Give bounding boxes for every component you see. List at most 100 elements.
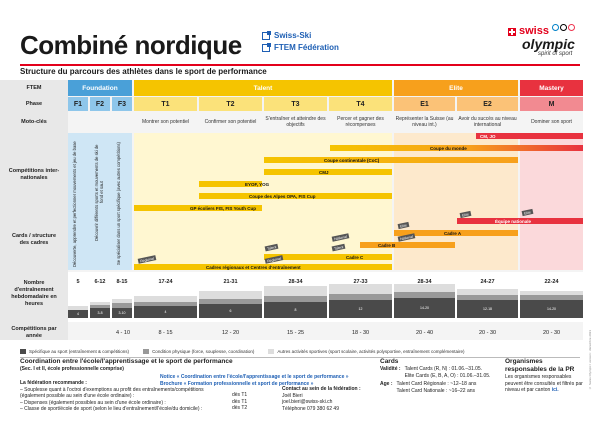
olympic-rings-icon	[552, 24, 575, 31]
talent-column	[134, 133, 392, 270]
organisms-link[interactable]: ici.	[551, 387, 559, 393]
row-label-compet-year: Compétitions par année	[11, 326, 57, 339]
motto-t4: Percer et gagner des récompenses	[337, 116, 384, 128]
hours-segment: 14-20	[520, 300, 583, 318]
bar-cmj: CMJ	[264, 169, 392, 175]
hours-segment	[199, 291, 262, 299]
compet-t2: 12 - 20	[221, 330, 240, 336]
bar-eyof-yog: EYOF, YOG	[199, 181, 269, 187]
hours-segment	[134, 296, 197, 302]
hours-e2: 24-27	[480, 279, 495, 285]
stage-foundation: Foundation	[68, 80, 132, 96]
copyright-text: © Swiss Olympic / version : décembre 202…	[588, 330, 592, 390]
hours-f3: 8-15	[116, 279, 128, 285]
coordination-title: Coordination entre l'école/l'apprentissa…	[20, 358, 233, 365]
hours-segment: 3-8	[90, 308, 110, 318]
hours-segment	[394, 284, 455, 292]
hours-segment	[264, 296, 327, 302]
external-link-icon	[262, 31, 271, 40]
compet-e1: 20 - 40	[415, 330, 434, 336]
phase-f1: F1	[68, 97, 88, 111]
row-label-competitions: Compétitions inter-nationales	[8, 168, 60, 181]
compet-t1: 8 - 15	[158, 330, 173, 336]
hours-segment	[457, 289, 518, 295]
motto-t3: S'entraîner et atteindre des objectifs	[265, 116, 326, 128]
header-divider	[20, 64, 580, 66]
hours-f2: 6-12	[94, 279, 106, 285]
row-label-phase: Phase	[25, 100, 43, 107]
swiss-ski-link[interactable]: Swiss-Ski	[262, 30, 339, 42]
swiss-cross-icon	[508, 28, 516, 36]
compet-f3: 4 - 10	[115, 330, 131, 336]
phase-e2: E2	[457, 97, 518, 111]
row-label-cards: Cards / structure des cadres	[11, 233, 56, 246]
brochure-link[interactable]: Brochure « Formation professionnelle et …	[160, 380, 314, 387]
row-label-background	[0, 80, 68, 340]
bar-coupe-continentale: Coupe continentale (CoC)	[264, 157, 518, 163]
legend-swatch	[268, 349, 275, 355]
federation-recommendations: La fédération recommande : – Souplesse q…	[20, 380, 255, 413]
hours-f1: 5	[76, 279, 80, 285]
phase-f3: F3	[112, 97, 132, 111]
row-label-ftem: FTEM	[26, 84, 42, 91]
hours-t2: 21-31	[223, 279, 238, 285]
bar-cadre-b: Cadre B	[360, 242, 455, 248]
hours-segment	[112, 303, 132, 308]
legend-swatch	[20, 349, 26, 355]
elite-column	[394, 133, 518, 270]
compet-m: 20 - 30	[542, 330, 561, 336]
hours-segment	[394, 292, 455, 298]
compet-t4: 18 - 30	[351, 330, 370, 336]
bar-cm-jo: CM, JO	[476, 133, 583, 139]
legend: Spécifique au sport (entraînement & comp…	[20, 349, 464, 355]
phase-f2: F2	[90, 97, 110, 111]
stage-talent: Talent	[134, 80, 392, 96]
hours-segment	[329, 294, 392, 300]
foundation-column	[68, 133, 132, 270]
phase-t4: T4	[329, 97, 392, 111]
hours-segment	[134, 302, 197, 306]
legend-swatch	[143, 349, 150, 355]
swiss-olympic-logo: swiss olympic spirit of sport	[500, 22, 585, 62]
hours-m: 22-24	[544, 279, 559, 285]
motto-e1: Représenter la Suisse (au niveau int.)	[395, 116, 454, 128]
coordination-block: Coordination entre l'école/l'apprentissa…	[20, 358, 370, 373]
bar-coupe-du-monde: Coupe du monde	[330, 145, 583, 151]
hours-segment	[90, 305, 110, 308]
coordination-links: Notice « Coordination entre l'école/l'ap…	[160, 374, 400, 387]
foundation-text-f3: Se spécialiser dans un sport spécifique …	[116, 142, 121, 266]
hours-segment: 3-10	[112, 308, 132, 318]
contact-email[interactable]: joel.bieri@swiss-ski.ch	[282, 399, 333, 405]
phase-t3: T3	[264, 97, 327, 111]
hours-segment	[520, 291, 583, 295]
bar-cadres-regionaux: Cadres régionaux et Centres d'entraîneme…	[134, 264, 392, 270]
foundation-text-f2: Découvrir différents sports et mouvement…	[94, 144, 104, 241]
hours-segment	[90, 302, 110, 305]
external-link-icon	[262, 43, 271, 52]
phase-t2: T2	[199, 97, 262, 111]
hours-segment	[112, 299, 132, 303]
compet-e2: 20 - 30	[478, 330, 497, 336]
bar-coupe-des-alpes: Coupe des Alpes OPA, FIS Cup	[199, 193, 392, 199]
phase-t1: T1	[134, 97, 197, 111]
motto-e2: Avoir du succès au niveau international	[458, 116, 517, 128]
contact-block: Contact au sein de la fédération : Joël …	[282, 386, 392, 412]
chart-subtitle: Structure du parcours des athlètes dans …	[20, 67, 267, 76]
legend-item: Autres activités sportives (sport scolai…	[268, 349, 464, 355]
bar-cadre-a: Cadre A	[394, 230, 518, 236]
legend-item: Spécifique au sport (entraînement & comp…	[20, 349, 129, 355]
bar-gp-ecoliers: GP écoliers FIS, FIS Youth Cup	[134, 205, 262, 211]
hours-segment: 6	[199, 304, 262, 318]
page-title: Combiné nordique	[20, 30, 242, 60]
ftem-link[interactable]: FTEM Fédération	[262, 42, 339, 54]
motto-t2: Confirmer son potentiel	[204, 119, 257, 125]
stage-elite: Elite	[394, 80, 518, 96]
hours-segment: 4	[134, 306, 197, 318]
hours-t4: 27-33	[353, 279, 368, 285]
notice-link[interactable]: Notice « Coordination entre l'école/l'ap…	[160, 374, 349, 380]
hours-segment: 4	[68, 310, 88, 318]
phase-m: M	[520, 97, 583, 111]
compet-t3: 15 - 25	[286, 330, 305, 336]
coordination-subtitle: (Sec. I et II, école professionnelle com…	[20, 366, 124, 372]
motto-m: Dominer son sport	[531, 119, 572, 125]
